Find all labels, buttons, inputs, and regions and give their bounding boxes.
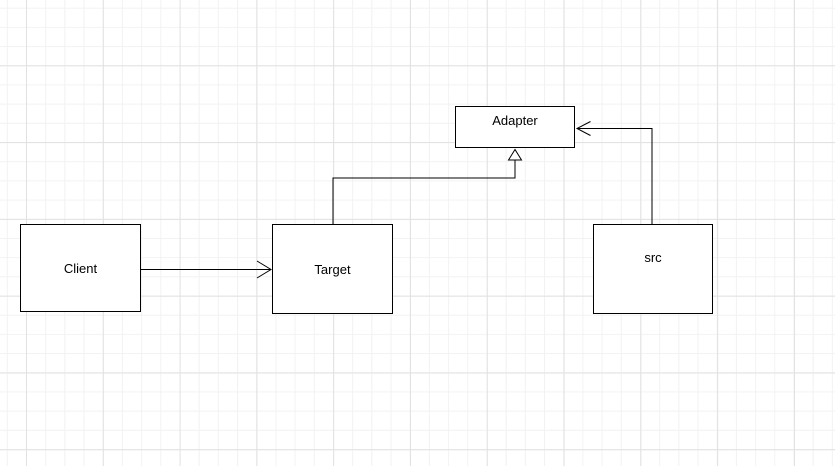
- open-arrowhead-right-icon: [256, 260, 272, 279]
- open-arrowhead-left-icon: [575, 121, 591, 136]
- node-client[interactable]: Client: [20, 224, 141, 312]
- node-client-label: Client: [63, 260, 98, 276]
- node-src-label: src: [644, 250, 662, 265]
- edge-line: [577, 128, 653, 224]
- hollow-triangle-arrowhead-icon: [507, 148, 523, 161]
- edge-client-target[interactable]: [141, 260, 272, 279]
- edge-src-adapter[interactable]: [575, 121, 653, 225]
- node-target[interactable]: Target: [272, 224, 393, 314]
- edge-target-adapter[interactable]: [332, 148, 523, 225]
- node-src[interactable]: src: [593, 224, 713, 314]
- node-adapter[interactable]: Adapter: [455, 106, 575, 148]
- node-adapter-label: Adapter: [492, 113, 538, 128]
- node-target-label: Target: [314, 261, 351, 277]
- edge-line: [332, 160, 516, 224]
